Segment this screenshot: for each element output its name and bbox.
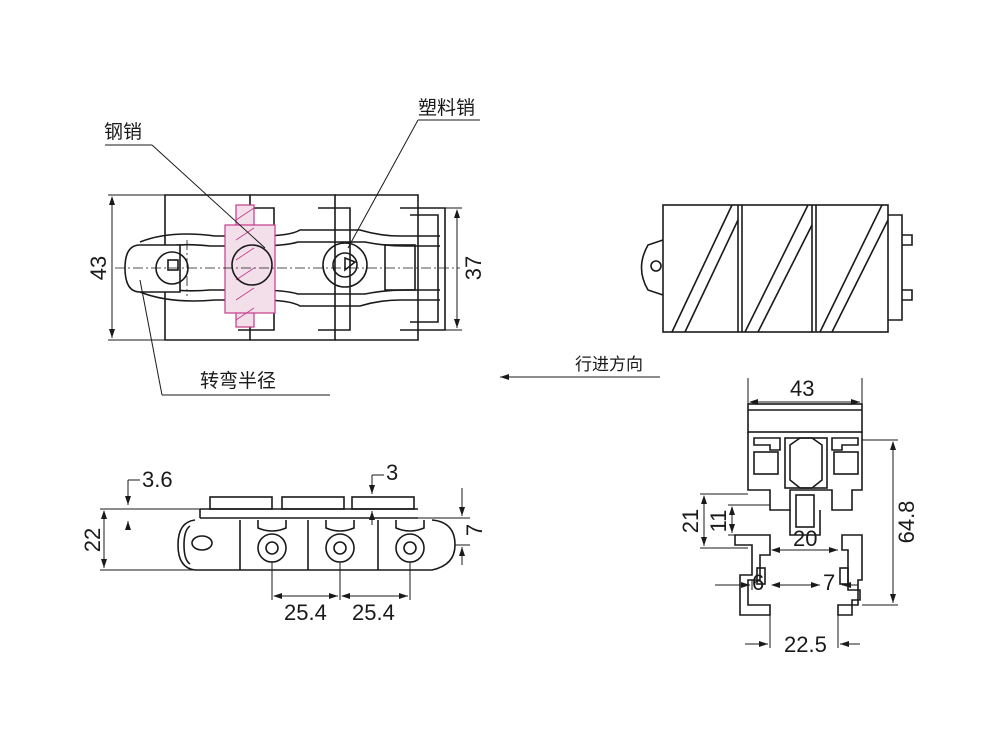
dim-43-top: 43 (86, 256, 111, 280)
label-plastic-pin: 塑料销 (418, 97, 475, 119)
top-view (105, 119, 480, 396)
dim-6: 6 (752, 570, 764, 595)
label-steel-pin: 钢销 (104, 121, 142, 143)
dim-20: 20 (793, 526, 817, 551)
side-view (100, 474, 470, 600)
dim-22: 22 (80, 528, 105, 552)
dim-7-section: 7 (823, 570, 835, 595)
dim-3: 3 (386, 460, 398, 485)
dim-3-6: 3.6 (142, 467, 173, 492)
dim-37: 37 (461, 256, 486, 280)
dim-22-5: 22.5 (784, 632, 827, 657)
label-turning-radius: 转弯半径 (200, 370, 276, 392)
dim-11: 11 (706, 510, 731, 533)
dim-21: 21 (678, 509, 703, 533)
label-travel-direction: 行进方向 (575, 355, 643, 375)
dim-pitch-1: 25.4 (284, 600, 327, 625)
dim-pitch-2: 25.4 (352, 600, 395, 625)
plate-view (640, 204, 913, 333)
dim-7-side: 7 (462, 524, 487, 536)
dim-64-8: 64.8 (894, 501, 919, 544)
dim-43-section: 43 (790, 376, 814, 401)
section-view (700, 378, 898, 648)
